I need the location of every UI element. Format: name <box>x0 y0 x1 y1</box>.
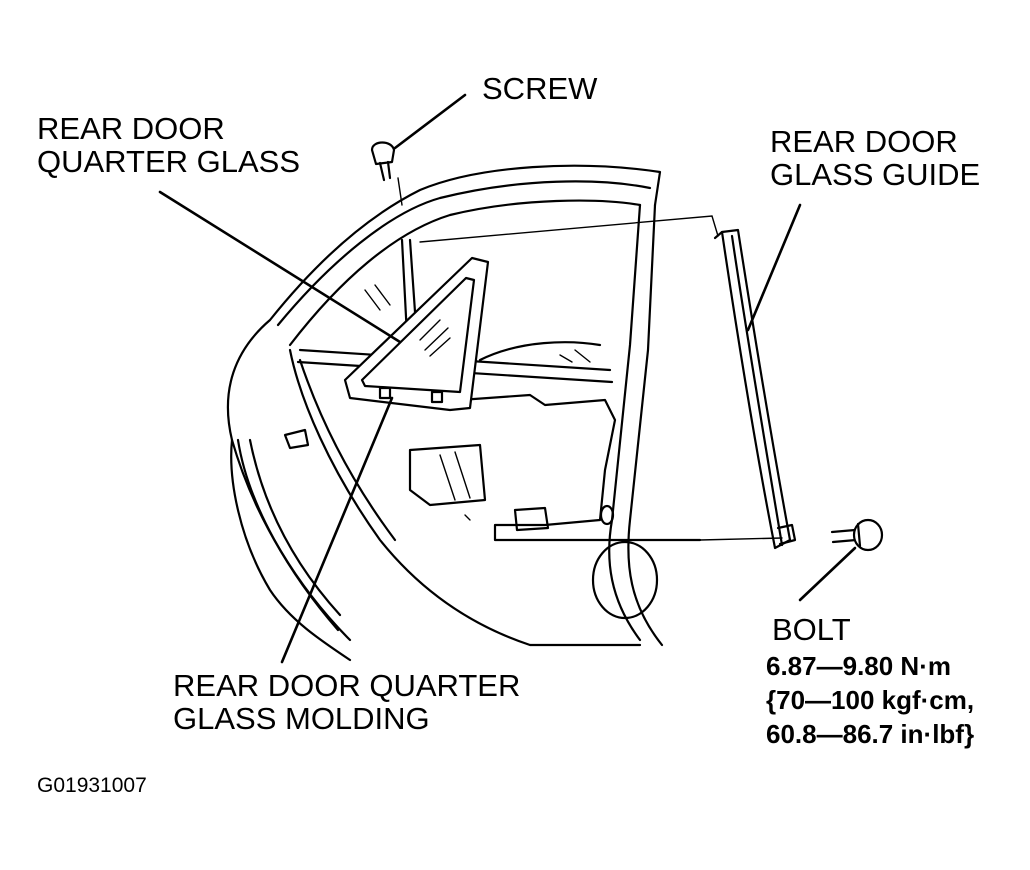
torque-inlbf: 60.8—86.7 in·lbf} <box>766 718 975 749</box>
bolt-icon <box>830 518 884 552</box>
molding-label-line-1: REAR DOOR QUARTER <box>173 668 521 703</box>
quarter-glass-label: REAR DOOR QUARTER GLASS <box>37 111 301 179</box>
screw-icon <box>370 141 396 182</box>
figure-code: G01931007 <box>37 774 147 797</box>
rear-door-glass-guide <box>713 228 797 550</box>
leader-screw <box>393 93 467 150</box>
leader-quarter-glass <box>158 190 402 344</box>
glass-guide-label-line-1: REAR DOOR <box>770 124 958 159</box>
quarter-glass-label-line-2: QUARTER GLASS <box>37 143 301 179</box>
leader-lines <box>158 93 857 664</box>
bolt-label: BOLT <box>772 612 851 647</box>
quarter-glass-molding <box>343 256 490 412</box>
leader-glass-guide <box>746 203 802 332</box>
molding-label: REAR DOOR QUARTER GLASS MOLDING <box>173 668 521 736</box>
torque-nm: 6.87—9.80 N·m <box>766 651 951 681</box>
quarter-glass-label-line-1: REAR DOOR <box>37 111 225 146</box>
torque-kgfcm: {70—100 kgf·cm, <box>766 684 975 715</box>
glass-guide-label: REAR DOOR GLASS GUIDE <box>770 124 981 192</box>
screw-label: SCREW <box>482 71 598 106</box>
glass-guide-label-line-2: GLASS GUIDE <box>770 156 981 192</box>
leader-bolt <box>798 546 857 602</box>
molding-label-line-2: GLASS MOLDING <box>173 700 430 736</box>
leader-molding <box>280 396 394 664</box>
assembly-lines <box>397 177 783 541</box>
bolt-torque-spec: 6.87—9.80 N·m {70—100 kgf·cm, 60.8—86.7 … <box>766 650 974 751</box>
inner-door-panel <box>283 393 702 620</box>
